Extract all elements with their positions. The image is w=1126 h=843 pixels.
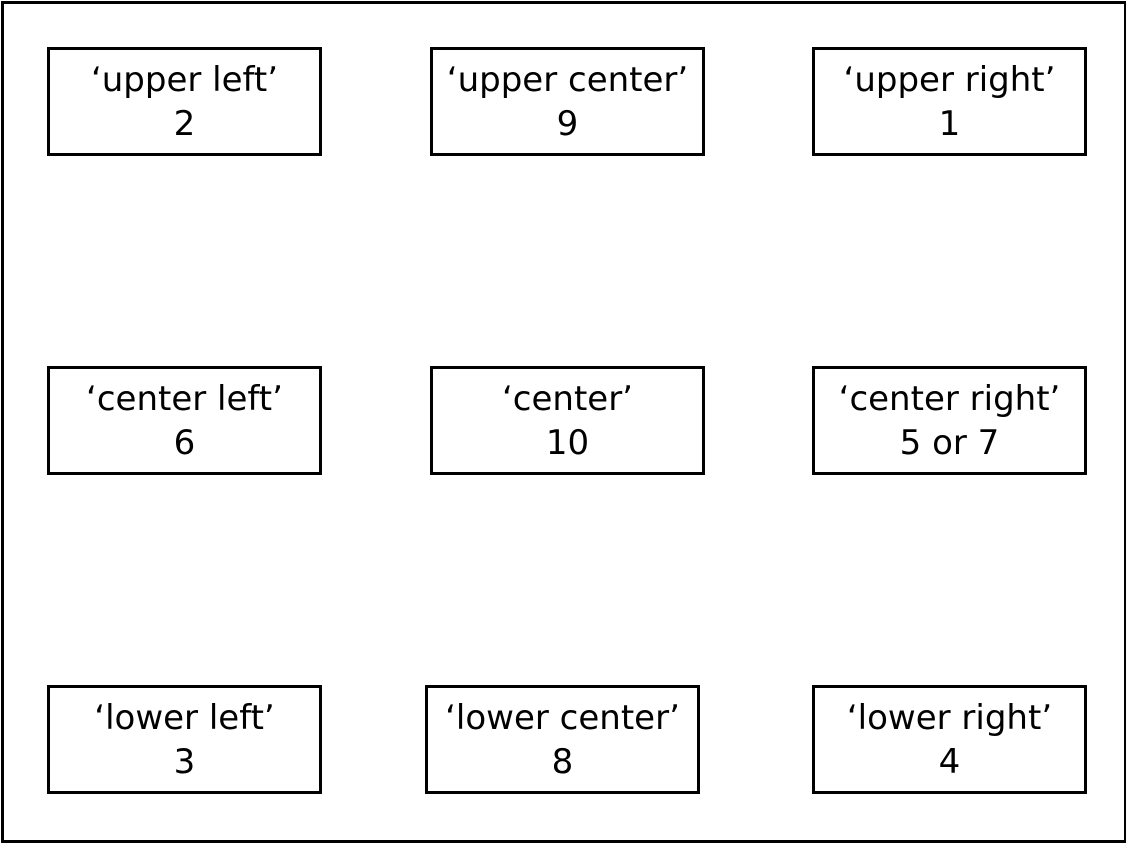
location-box-upper-right: ‘upper right’ 1 <box>812 47 1087 156</box>
location-box-lower-left: ‘lower left’ 3 <box>47 685 322 794</box>
location-code: 4 <box>938 741 961 782</box>
location-box-center: ‘center’ 10 <box>430 366 705 475</box>
location-name: ‘upper left’ <box>90 59 279 100</box>
location-box-lower-right: ‘lower right’ 4 <box>812 685 1087 794</box>
location-name: ‘lower center’ <box>445 697 680 738</box>
location-name: ‘center right’ <box>838 378 1061 419</box>
location-code: 5 or 7 <box>899 422 1000 463</box>
location-box-upper-center: ‘upper center’ 9 <box>430 47 705 156</box>
location-box-center-left: ‘center left’ 6 <box>47 366 322 475</box>
location-name: ‘upper center’ <box>446 59 689 100</box>
location-name: ‘upper right’ <box>843 59 1056 100</box>
location-code: 2 <box>173 103 196 144</box>
location-box-center-right: ‘center right’ 5 or 7 <box>812 366 1087 475</box>
location-name: ‘lower right’ <box>846 697 1053 738</box>
location-code: 10 <box>545 422 590 463</box>
location-box-upper-left: ‘upper left’ 2 <box>47 47 322 156</box>
location-code: 1 <box>938 103 961 144</box>
location-code: 9 <box>556 103 579 144</box>
location-code: 8 <box>551 741 574 782</box>
location-code: 3 <box>173 741 196 782</box>
location-box-lower-center: ‘lower center’ 8 <box>425 685 700 794</box>
location-code: 6 <box>173 422 196 463</box>
location-name: ‘center left’ <box>86 378 283 419</box>
location-name: ‘center’ <box>501 378 633 419</box>
location-name: ‘lower left’ <box>94 697 275 738</box>
